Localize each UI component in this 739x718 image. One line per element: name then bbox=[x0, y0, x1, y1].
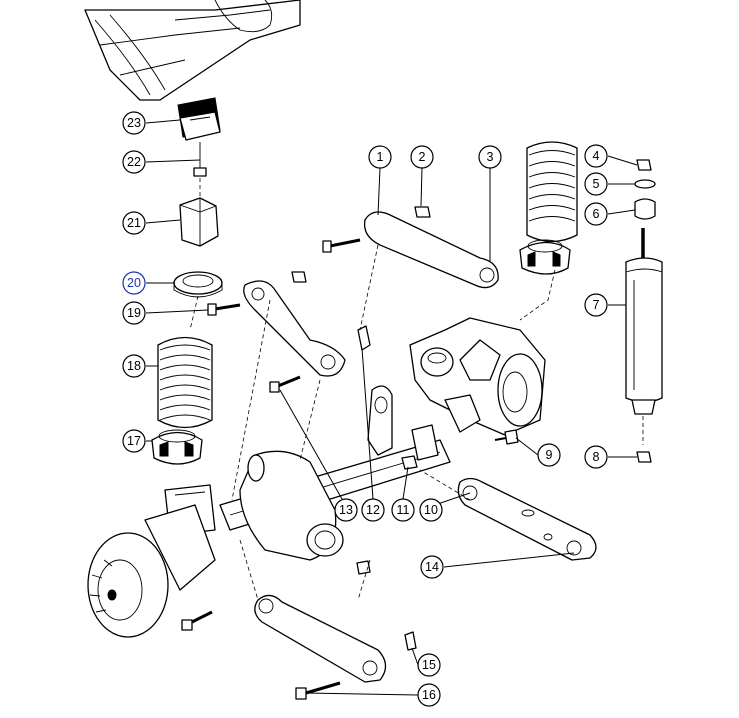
shock-absorber-assembly bbox=[625, 159, 663, 463]
nut-lower-right bbox=[356, 560, 371, 575]
callout-13: 13 bbox=[334, 498, 358, 522]
callout-9: 9 bbox=[537, 443, 561, 467]
callout-8: 8 bbox=[584, 445, 608, 469]
bolt-lower-left bbox=[181, 610, 213, 631]
upper-control-arm-left bbox=[243, 280, 346, 377]
callout-label-21: 21 bbox=[127, 216, 141, 230]
callout-18: 18 bbox=[122, 354, 146, 378]
callout-12: 12 bbox=[361, 498, 385, 522]
frame-rail bbox=[84, 0, 301, 101]
callout-16: 16 bbox=[417, 683, 441, 707]
upper-control-arm-right bbox=[363, 211, 499, 289]
callout-label-3: 3 bbox=[487, 150, 494, 164]
callout-label-23: 23 bbox=[127, 116, 141, 130]
axle-bracket bbox=[367, 385, 439, 461]
callout-label-9: 9 bbox=[546, 448, 553, 462]
spring-seat-left bbox=[151, 429, 203, 465]
upper-arm-bolt-right bbox=[322, 238, 361, 253]
callout-label-1: 1 bbox=[377, 150, 384, 164]
upper-arm-bolt-left bbox=[207, 303, 241, 316]
nut-11 bbox=[401, 455, 418, 470]
lower-control-arm-right bbox=[457, 477, 597, 561]
bolt-15 bbox=[404, 631, 417, 651]
bump-stop-bolt bbox=[193, 142, 207, 177]
callout-7: 7 bbox=[584, 293, 608, 317]
callout-1: 1 bbox=[368, 145, 392, 169]
callout-6: 6 bbox=[584, 202, 608, 226]
callout-label-2: 2 bbox=[419, 150, 426, 164]
callout-21: 21 bbox=[122, 211, 146, 235]
callout-label-11: 11 bbox=[397, 503, 410, 517]
bump-stop bbox=[179, 197, 219, 247]
callout-14: 14 bbox=[420, 555, 444, 579]
bolt-13 bbox=[269, 375, 301, 393]
callout-label-15: 15 bbox=[422, 658, 436, 672]
callout-10: 10 bbox=[419, 498, 443, 522]
assembly-guide-lines bbox=[189, 178, 556, 601]
clip-12 bbox=[357, 325, 371, 351]
bolt-9 bbox=[494, 429, 519, 445]
callout-label-7: 7 bbox=[593, 298, 600, 312]
callout-label-5: 5 bbox=[593, 177, 600, 191]
spring-seat-right bbox=[519, 239, 571, 275]
callout-5: 5 bbox=[584, 172, 608, 196]
callout-15: 15 bbox=[417, 653, 441, 677]
callout-3: 3 bbox=[478, 145, 502, 169]
callout-label-12: 12 bbox=[366, 503, 380, 517]
callout-label-8: 8 bbox=[593, 450, 600, 464]
callout-label-16: 16 bbox=[422, 688, 436, 702]
coil-spring-left bbox=[157, 336, 213, 429]
callout-label-10: 10 bbox=[424, 503, 438, 517]
brake-rotor-left bbox=[87, 532, 169, 638]
callout-label-19: 19 bbox=[127, 306, 141, 320]
callout-19: 19 bbox=[122, 301, 146, 325]
bump-stop-bracket bbox=[177, 97, 221, 141]
callout-label-20: 20 bbox=[127, 276, 141, 290]
spring-isolator bbox=[173, 271, 223, 298]
callout-label-17: 17 bbox=[127, 434, 141, 448]
callout-label-13: 13 bbox=[339, 503, 353, 517]
axle-right-end bbox=[409, 317, 546, 436]
callout-22: 22 bbox=[122, 150, 146, 174]
nut-left-arm bbox=[291, 271, 307, 283]
callout-2: 2 bbox=[410, 145, 434, 169]
callout-11: 11 bbox=[391, 498, 415, 522]
callout-23: 23 bbox=[122, 111, 146, 135]
callout-label-22: 22 bbox=[127, 155, 141, 169]
lower-control-arm-left bbox=[254, 594, 387, 683]
bolt-16 bbox=[295, 681, 341, 700]
callout-17: 17 bbox=[122, 429, 146, 453]
upper-arm-nut bbox=[414, 206, 431, 218]
callout-label-4: 4 bbox=[593, 149, 600, 163]
callout-20: 20 bbox=[122, 271, 146, 295]
coil-spring-right bbox=[526, 141, 578, 243]
rear-axle-housing bbox=[144, 439, 451, 591]
callout-label-18: 18 bbox=[127, 359, 141, 373]
callout-4: 4 bbox=[584, 144, 608, 168]
callout-label-14: 14 bbox=[425, 560, 439, 574]
leader-lines bbox=[145, 119, 638, 696]
callout-label-6: 6 bbox=[593, 207, 600, 221]
